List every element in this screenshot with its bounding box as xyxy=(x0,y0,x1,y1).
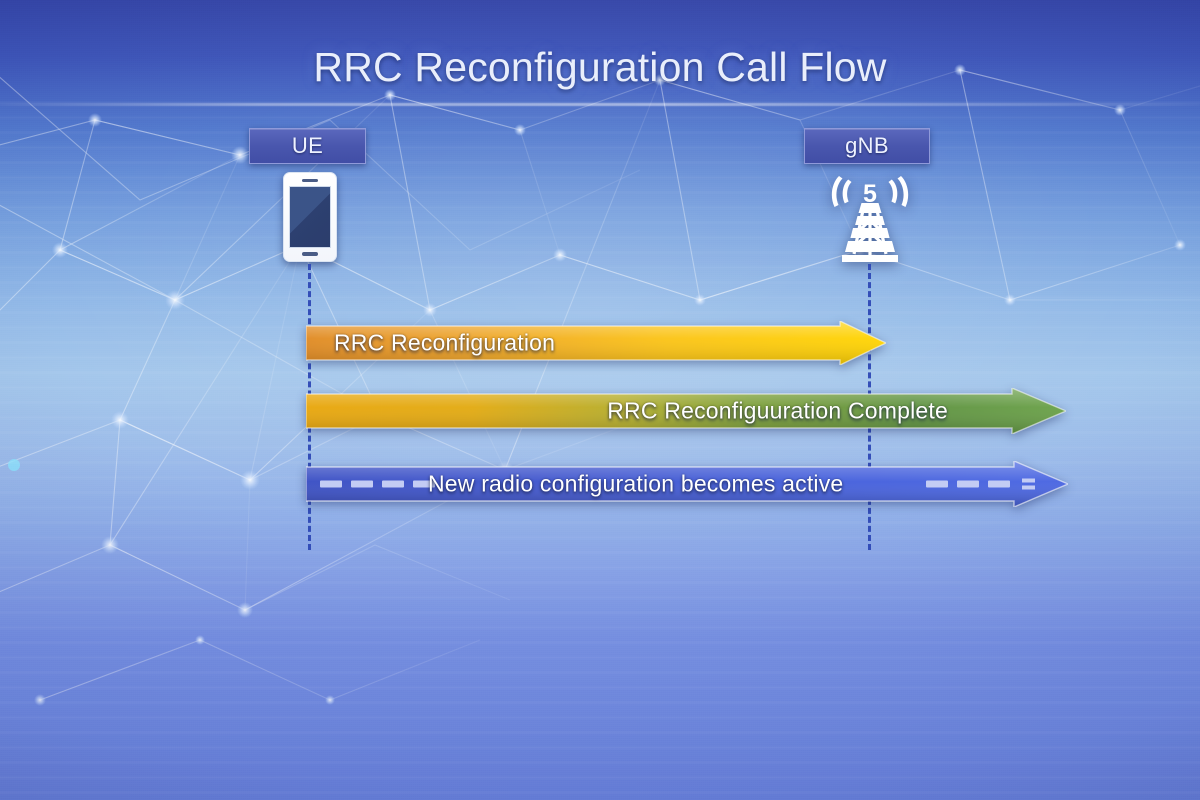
message-label-3: New radio configuration becomes active xyxy=(428,470,844,497)
smartphone-screen xyxy=(289,186,331,248)
message-arrow-rrc-reconfiguration[interactable]: RRC Reconfiguration xyxy=(306,321,886,365)
actor-label-ue-text: UE xyxy=(291,133,324,158)
arrow-shape-1 xyxy=(306,321,886,365)
cell-tower-5g-icon: 5 xyxy=(831,176,909,262)
arrow-shape-3 xyxy=(306,461,1068,507)
smartphone-icon xyxy=(283,172,337,262)
actor-label-gnb: gNB xyxy=(804,128,930,164)
header-divider-line xyxy=(0,103,1200,106)
message-arrow-rrc-reconfiguration-complete[interactable]: RRC Reconfiguuration Complete xyxy=(306,388,1066,434)
actor-label-ue: UE xyxy=(249,128,366,164)
dashed-line-right-stub xyxy=(1022,478,1035,490)
dashed-line-right xyxy=(926,480,1010,488)
message-label-2: RRC Reconfiguuration Complete xyxy=(607,397,948,424)
message-arrow-new-radio-config-active[interactable]: New radio configuration becomes active xyxy=(306,461,1068,507)
dashed-line-left xyxy=(320,480,435,488)
arrow-shape-2 xyxy=(306,388,1066,434)
page-title: RRC Reconfiguration Call Flow xyxy=(313,44,887,90)
tower-5g-label: 5 xyxy=(863,180,877,208)
smartphone-speaker xyxy=(302,179,318,182)
message-label-1: RRC Reconfiguration xyxy=(334,329,556,356)
smartphone-home-button xyxy=(302,252,318,256)
background-scanline-bands xyxy=(0,90,1200,800)
actor-label-gnb-text: gNB xyxy=(845,133,889,158)
